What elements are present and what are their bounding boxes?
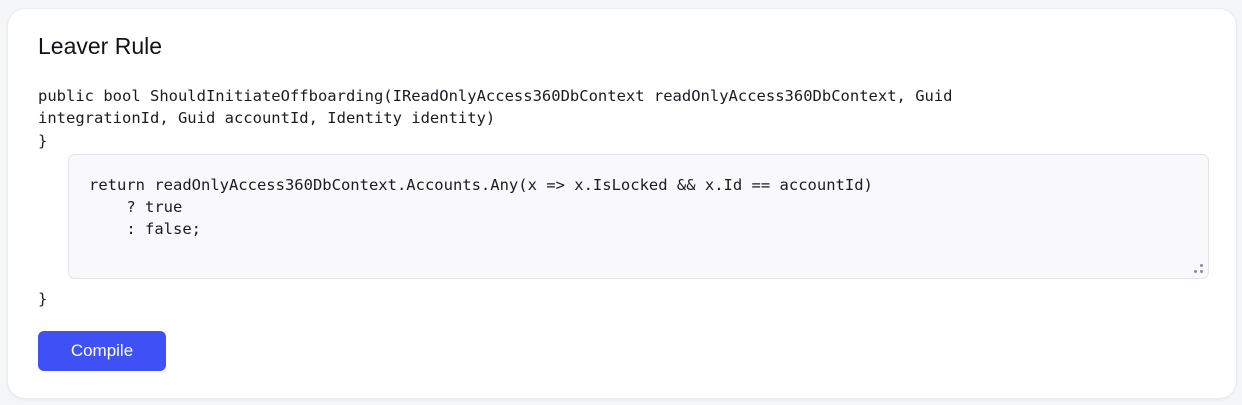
resize-handle-icon[interactable] — [1194, 264, 1204, 274]
leaver-rule-card: Leaver Rule public bool ShouldInitiateOf… — [7, 8, 1237, 399]
code-editor-input[interactable] — [89, 174, 1189, 264]
code-editor[interactable] — [68, 154, 1209, 279]
closing-brace-top: } — [38, 132, 48, 150]
card-title: Leaver Rule — [38, 33, 163, 59]
method-signature: public bool ShouldInitiateOffboarding(IR… — [38, 85, 953, 129]
compile-button[interactable]: Compile — [38, 331, 166, 371]
signature-line-1: public bool ShouldInitiateOffboarding(IR… — [38, 87, 953, 105]
signature-line-2: integrationId, Guid accountId, Identity … — [38, 109, 496, 127]
closing-brace-bottom: } — [38, 290, 48, 308]
